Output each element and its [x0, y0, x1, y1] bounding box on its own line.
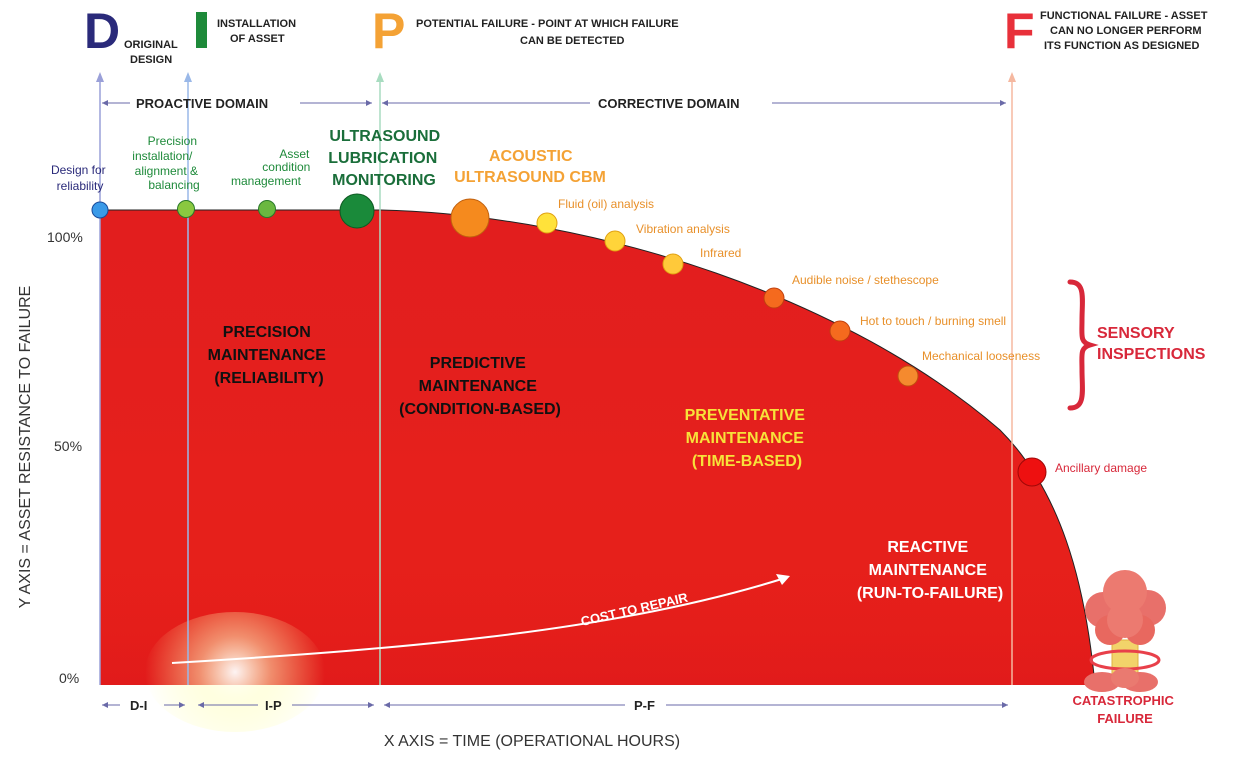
y-axis-label: Y AXIS = ASSET RESISTANCE TO FAILURE [17, 286, 34, 609]
explosion-icon [1084, 570, 1166, 692]
sensory-inspections-label: SENSORY INSPECTIONS [1097, 325, 1206, 363]
p-line1: POTENTIAL FAILURE - POINT AT WHICH FAILU… [416, 18, 679, 30]
proactive-arrowhead-left [102, 100, 108, 106]
i-line-arrow [184, 72, 192, 82]
ip-interval-label: I-P [265, 698, 282, 713]
p-line2: CAN BE DETECTED [520, 35, 625, 47]
f-line3: ITS FUNCTION AS DESIGNED [1044, 40, 1199, 52]
light-burst [145, 612, 325, 732]
ultrasound-lubrication-label: ULTRASOUND LUBRICATION MONITORING [328, 128, 444, 189]
acoustic-ultrasound-label: ACOUSTIC ULTRASOUND CBM [454, 148, 606, 186]
pf-curve-line [100, 209, 1096, 686]
corrective-arrowhead-right [1000, 100, 1006, 106]
d-letter: D [84, 3, 120, 59]
di-interval-label: D-I [130, 698, 147, 713]
audible-point [763, 287, 785, 309]
hot-touch-label: Hot to touch / burning smell [860, 314, 1006, 328]
d-line1: ORIGINAL [124, 39, 178, 51]
infrared-point [662, 253, 684, 275]
i-line2: OF ASSET [230, 33, 285, 45]
preventative-maintenance-label: PREVENTATIVE MAINTENANCE (TIME-BASED) [685, 407, 810, 470]
di-arrowhead-left [102, 702, 108, 708]
p-letter: P [372, 3, 405, 59]
pf-arrowhead-left [384, 702, 390, 708]
pf-arrowhead-right [1002, 702, 1008, 708]
ip-arrowhead-right [368, 702, 374, 708]
ultrasound-lubrication-point [339, 193, 375, 229]
reactive-maintenance-label: REACTIVE MAINTENANCE (RUN-TO-FAILURE) [857, 539, 1003, 602]
acoustic-point [450, 198, 490, 238]
y-tick-0: 0% [59, 670, 79, 686]
corrective-arrowhead-left [382, 100, 388, 106]
proactive-arrowhead-right [366, 100, 372, 106]
p-line-arrow [376, 72, 384, 82]
precision-point [177, 200, 195, 218]
d-line2: DESIGN [130, 54, 172, 66]
hot-touch-point [829, 320, 851, 342]
audible-noise-label: Audible noise / stethescope [792, 273, 939, 287]
i-letter-bar [196, 12, 207, 48]
f-letter: F [1004, 3, 1035, 59]
vibration-point [604, 230, 626, 252]
f-line-arrow [1008, 72, 1016, 82]
proactive-domain-label: PROACTIVE DOMAIN [136, 96, 268, 111]
mechanical-looseness-label: Mechanical looseness [922, 349, 1040, 363]
precision-install-label: Precision installation/ alignment & bala… [132, 134, 201, 192]
ancillary-point [1017, 457, 1047, 487]
design-point [91, 201, 109, 219]
x-axis-label: X AXIS = TIME (OPERATIONAL HOURS) [384, 733, 680, 750]
asset-condition-point [258, 200, 276, 218]
predictive-maintenance-label: PREDICTIVE MAINTENANCE (CONDITION-BASED) [399, 355, 561, 418]
i-line1: INSTALLATION [217, 18, 296, 30]
y-tick-100: 100% [47, 229, 83, 245]
cost-to-repair-arrow [171, 577, 786, 664]
asset-condition-label: Asset condition management [231, 147, 314, 188]
catastrophic-failure-label: CATASTROPHIC FAILURE [1073, 693, 1178, 726]
precision-maintenance-label: PRECISION MAINTENANCE (RELIABILITY) [208, 324, 331, 387]
d-line-arrow [96, 72, 104, 82]
ancillary-damage-label: Ancillary damage [1055, 461, 1147, 475]
fluid-analysis-label: Fluid (oil) analysis [558, 197, 654, 211]
vibration-analysis-label: Vibration analysis [636, 222, 730, 236]
y-tick-50: 50% [54, 438, 82, 454]
pf-interval-label: P-F [634, 698, 655, 713]
sensory-bracket [1067, 279, 1099, 411]
design-label: Design for reliability [51, 163, 109, 193]
f-line1: FUNCTIONAL FAILURE - ASSET [1040, 10, 1208, 22]
di-arrowhead-right [179, 702, 185, 708]
corrective-domain-label: CORRECTIVE DOMAIN [598, 96, 740, 111]
infrared-label: Infrared [700, 246, 741, 260]
f-line2: CAN NO LONGER PERFORM [1050, 25, 1202, 37]
cost-to-repair-arrowhead [776, 574, 790, 585]
fluid-point [536, 212, 558, 234]
ip-arrowhead-left [198, 702, 204, 708]
mechanical-point [897, 365, 919, 387]
